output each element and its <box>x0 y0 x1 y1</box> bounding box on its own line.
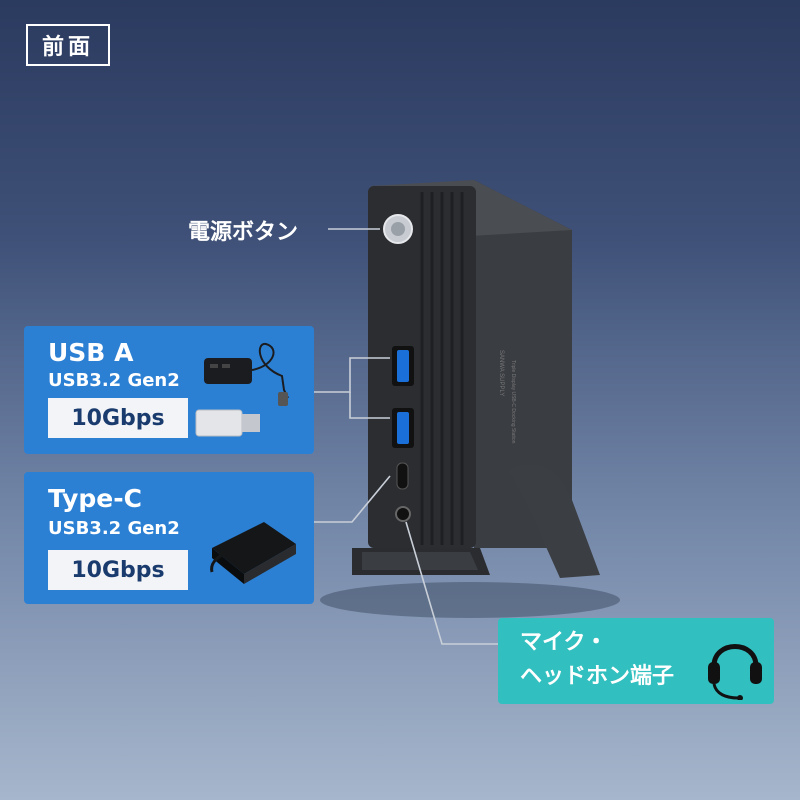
audio-jack-panel: マイク・ ヘッドホン端子 <box>498 618 774 704</box>
device-side-panel <box>474 180 572 548</box>
usb-a-port-1-tongue <box>397 350 409 382</box>
usb-a-title: USB A <box>48 338 134 367</box>
usb-a-spec: USB3.2 Gen2 <box>48 370 180 391</box>
side-brand-text: SANWA SUPPLY <box>498 350 504 396</box>
type-c-panel: Type-C USB3.2 Gen2 10Gbps <box>24 472 314 604</box>
usb-c-port <box>396 462 409 490</box>
usb-a-speed-badge: 10Gbps <box>48 398 188 438</box>
audio-jack <box>395 506 411 522</box>
audio-label-line1: マイク・ <box>520 630 608 655</box>
headset-icon <box>708 644 762 700</box>
audio-label-line2: ヘッドホン端子 <box>520 664 675 689</box>
front-stand-inner <box>362 552 478 570</box>
callout-lines <box>314 228 500 645</box>
type-c-spec: USB3.2 Gen2 <box>48 518 180 539</box>
type-c-speed-badge: 10Gbps <box>48 550 188 590</box>
usb-hub-icon <box>204 343 289 406</box>
side-product-text: Triple Display USB-C Docking Station <box>510 360 516 444</box>
external-ssd-icon <box>210 522 296 584</box>
usb-a-port-2-tongue <box>397 412 409 444</box>
type-c-title: Type-C <box>48 484 142 513</box>
rear-stand-leg <box>508 464 600 578</box>
floor-shadow <box>320 582 620 618</box>
power-button-center <box>391 222 405 236</box>
power-button-label: 電源ボタン <box>188 220 299 245</box>
usb-a-panel: USB A USB3.2 Gen2 10Gbps <box>24 326 314 454</box>
device-ribs <box>420 192 464 545</box>
front-view-tag: 前面 <box>26 24 110 66</box>
usb-flash-drive-icon <box>195 409 260 437</box>
